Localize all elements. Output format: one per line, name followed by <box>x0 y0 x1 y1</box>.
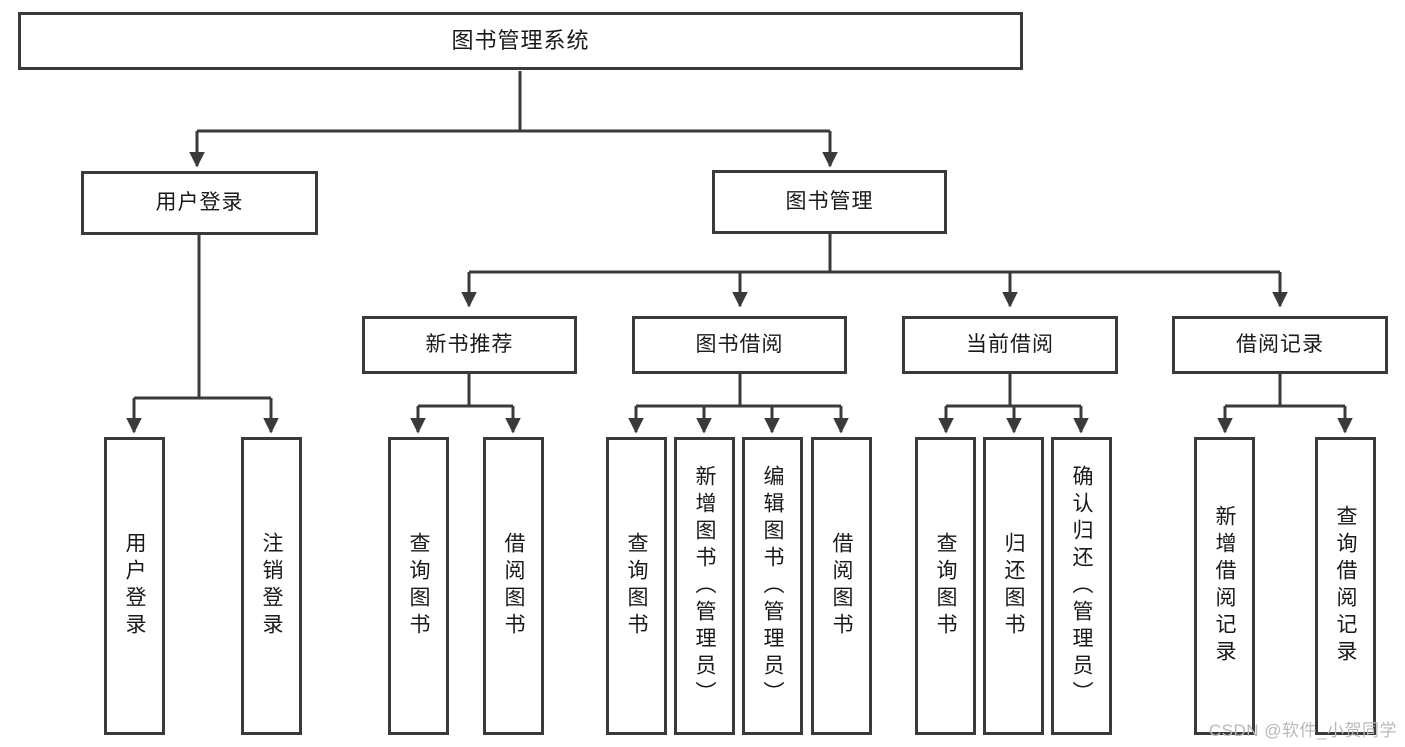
leaf-query-borrow-record[interactable]: 查询借阅记录 <box>1315 437 1376 735</box>
node-label: 用户登录 <box>155 191 244 215</box>
leaf-query-book-current[interactable]: 查询图书 <box>915 437 976 735</box>
node-book-management[interactable]: 图书管理 <box>712 170 947 234</box>
leaf-confirm-return-admin[interactable]: 确认归还（管理员） <box>1051 437 1112 735</box>
node-label: 用户登录 <box>123 532 146 640</box>
node-label: 借阅图书 <box>502 532 525 640</box>
leaf-query-book-borrow[interactable]: 查询图书 <box>606 437 667 735</box>
node-label: 注销登录 <box>260 532 283 640</box>
node-borrow-record[interactable]: 借阅记录 <box>1172 316 1388 374</box>
node-label: 新书推荐 <box>425 333 514 357</box>
leaf-return-book[interactable]: 归还图书 <box>983 437 1044 735</box>
node-label: 查询图书 <box>625 532 648 640</box>
leaf-borrow-book-recommend[interactable]: 借阅图书 <box>483 437 544 735</box>
node-label: 查询图书 <box>934 532 957 640</box>
node-label: 新增借阅记录 <box>1213 505 1236 667</box>
node-label: 新增图书（管理员） <box>693 464 716 708</box>
leaf-logout[interactable]: 注销登录 <box>241 437 302 735</box>
node-label: 借阅记录 <box>1236 333 1324 357</box>
node-label: 图书管理系统 <box>451 27 590 53</box>
node-label: 查询图书 <box>407 532 430 640</box>
node-label: 确认归还（管理员） <box>1070 464 1093 708</box>
leaf-add-book-admin[interactable]: 新增图书（管理员） <box>674 437 735 735</box>
leaf-user-login[interactable]: 用户登录 <box>104 437 165 735</box>
node-label: 借阅图书 <box>830 532 853 640</box>
node-new-book-recommend[interactable]: 新书推荐 <box>362 316 577 374</box>
node-book-borrow[interactable]: 图书借阅 <box>632 316 847 374</box>
node-label: 图书借阅 <box>695 333 784 357</box>
leaf-edit-book-admin[interactable]: 编辑图书（管理员） <box>742 437 803 735</box>
leaf-borrow-book[interactable]: 借阅图书 <box>811 437 872 735</box>
node-label: 编辑图书（管理员） <box>761 464 784 708</box>
leaf-query-book-recommend[interactable]: 查询图书 <box>388 437 449 735</box>
node-current-borrow[interactable]: 当前借阅 <box>902 316 1118 374</box>
node-label: 归还图书 <box>1002 532 1025 640</box>
watermark-text: CSDN @软件_小贺同学 <box>1208 721 1397 740</box>
node-root-system[interactable]: 图书管理系统 <box>18 12 1023 70</box>
leaf-add-borrow-record[interactable]: 新增借阅记录 <box>1194 437 1255 735</box>
node-label: 当前借阅 <box>966 333 1054 357</box>
node-user-login[interactable]: 用户登录 <box>81 171 318 235</box>
node-label: 查询借阅记录 <box>1334 505 1357 667</box>
node-label: 图书管理 <box>785 190 874 214</box>
